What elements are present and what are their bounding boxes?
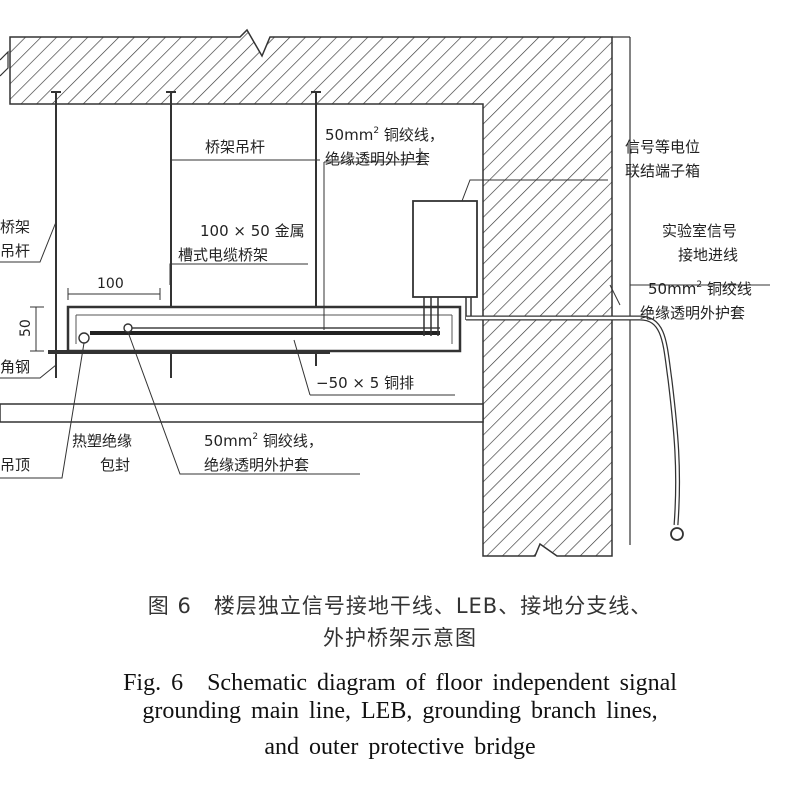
label-angle-steel: 角钢 <box>0 358 30 376</box>
dimension-height: 50 <box>18 319 34 337</box>
caption-cn-line2: 外护桥架示意图 <box>323 626 477 650</box>
label-copper-top-2: 绝缘透明外护套 <box>325 150 430 168</box>
caption-en-line1: Fig. 6 Schematic diagram of floor indepe… <box>123 670 677 696</box>
cable-lug <box>670 527 684 541</box>
caption-cn-line1: 图 6 楼层独立信号接地干线、LEB、接地分支线、 <box>147 594 653 618</box>
label-tray-2: 槽式电缆桥架 <box>178 246 268 264</box>
concrete-structure <box>0 28 631 557</box>
label-copper-bottom-1: 50mm2 铜绞线， <box>204 432 323 450</box>
label-heat-shrink-2: 包封 <box>100 456 130 474</box>
label-copper-right-2: 绝缘透明外护套 <box>640 304 745 322</box>
label-copper-right-1: 50mm2 铜绞线 <box>648 280 752 298</box>
dimensions <box>30 288 161 352</box>
grounding-schematic-diagram: 桥架吊杆 桥架 吊杆 50mm2 铜绞线， 绝缘透明外护套 信号等电位 联结端子… <box>0 28 770 557</box>
label-lab-ground-2: 接地进线 <box>678 246 738 264</box>
label-terminal-box-2: 联结端子箱 <box>625 162 700 180</box>
label-copper-bar: −50 × 5 铜排 <box>316 374 414 392</box>
caption-en-line3: and outer protective bridge <box>264 734 536 760</box>
label-hanger-rod: 桥架吊杆 <box>205 138 265 156</box>
suspended-ceiling <box>0 403 484 423</box>
leader-lines <box>0 148 770 479</box>
break-mark <box>0 50 9 77</box>
label-copper-top-1: 50mm2 铜绞线， <box>325 126 444 144</box>
caption-en-line2: grounding main line, LEB, grounding bran… <box>142 698 658 724</box>
terminal-box <box>412 200 478 336</box>
cable-tray <box>66 305 462 353</box>
label-copper-bottom-2: 绝缘透明外护套 <box>204 456 309 474</box>
dimension-width: 100 <box>97 276 124 292</box>
label-terminal-box-1: 信号等电位 <box>625 138 700 156</box>
label-tray-1: 100 × 50 金属 <box>200 222 305 240</box>
lab-ground-cable <box>466 315 684 541</box>
label-hanger-rod-left-1: 桥架 <box>0 218 30 236</box>
label-lab-ground-1: 实验室信号 <box>662 222 737 240</box>
label-ceiling: 吊顶 <box>0 456 30 474</box>
label-hanger-rod-left-2: 吊杆 <box>0 242 30 260</box>
label-heat-shrink-1: 热塑绝缘 <box>72 432 132 450</box>
